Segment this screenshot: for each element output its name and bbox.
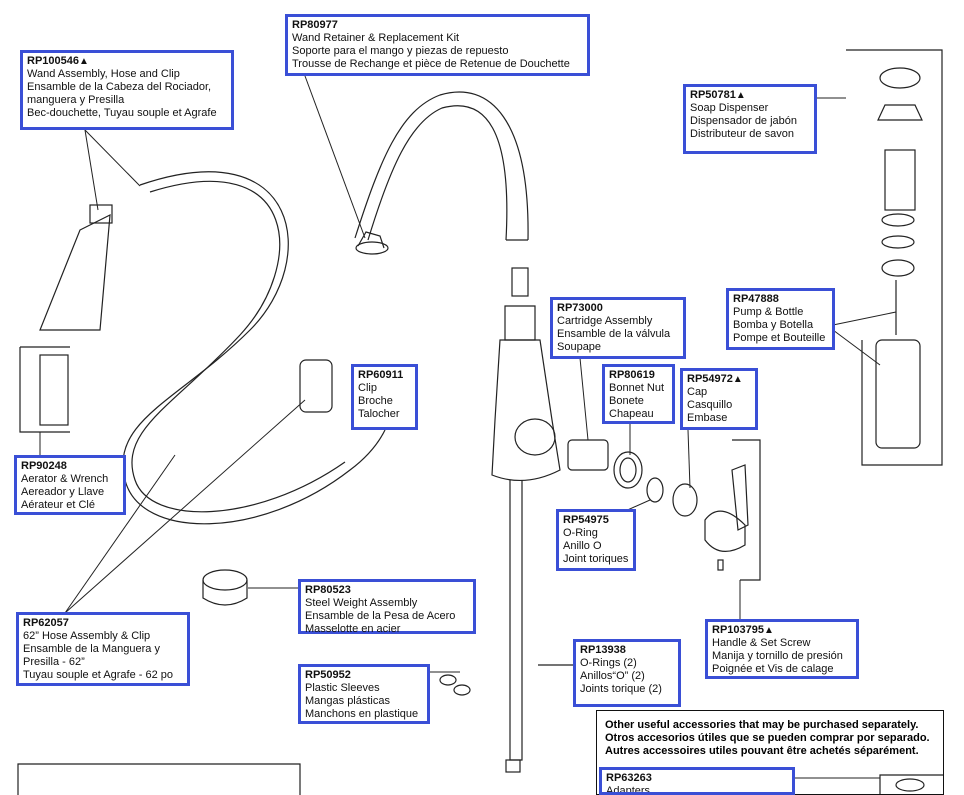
- wand-retainer-part: [355, 231, 389, 255]
- callout-rp60911: RP60911 Clip Broche Talocher: [351, 364, 418, 430]
- faucet-body: [491, 267, 561, 773]
- aerator-part: [39, 354, 69, 426]
- bonnet-nut-part: [613, 451, 643, 489]
- callout-rp63263: RP63263 Adapters: [599, 767, 795, 795]
- spout: [354, 91, 529, 241]
- callout-rp80619: RP80619 Bonnet Nut Bonete Chapeau: [602, 364, 675, 424]
- callout-rp103795: RP103795▲ Handle & Set Screw Manija y to…: [705, 619, 859, 679]
- callout-rp50781: RP50781▲ Soap Dispenser Dispensador de j…: [683, 84, 817, 154]
- callout-rp90248: RP90248 Aerator & Wrench Aereador y Llav…: [14, 455, 126, 515]
- plastic-sleeves-part: [439, 674, 471, 696]
- callout-rp62057: RP62057 62” Hose Assembly & Clip Ensambl…: [16, 612, 190, 686]
- steel-weight-part: [202, 569, 248, 606]
- adapter-part: [895, 778, 925, 792]
- soap-dispenser-parts: [875, 67, 923, 449]
- callout-rp80977: RP80977 Wand Retainer & Replacement Kit …: [285, 14, 590, 76]
- callout-rp54975: RP54975 O-Ring Anillo O Joint toriques: [556, 509, 636, 571]
- callout-rp13938: RP13938 O-Rings (2) Anillos“O” (2) Joint…: [573, 639, 681, 707]
- cap-part: [672, 483, 698, 517]
- clip-part: [299, 359, 333, 413]
- hose: [122, 171, 386, 525]
- callout-rp50952: RP50952 Plastic Sleeves Mangas plásticas…: [298, 664, 430, 724]
- callout-rp80523: RP80523 Steel Weight Assembly Ensamble d…: [298, 579, 476, 635]
- callout-rp100546: RP100546▲ Wand Assembly, Hose and Clip E…: [20, 50, 234, 130]
- handle-part: [704, 464, 749, 571]
- o-ring-part: [646, 477, 664, 503]
- callout-rp73000: RP73000 Cartridge Assembly Ensamble de l…: [550, 297, 686, 359]
- callout-rp54972: RP54972▲ Cap Casquillo Embase: [680, 368, 758, 430]
- spray-wand-part: [39, 204, 113, 331]
- callout-rp47888: RP47888 Pump & Bottle Bomba y Botella Po…: [726, 288, 835, 350]
- accessories-note: Other useful accessories that may be pur…: [596, 710, 944, 795]
- cartridge-part: [567, 439, 609, 471]
